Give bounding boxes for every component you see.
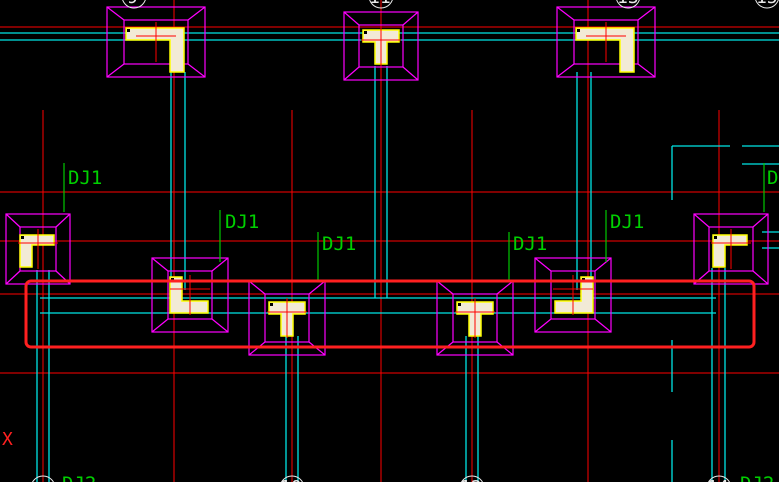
footing-dj1[interactable]: [436, 280, 514, 356]
column-section: [712, 234, 748, 268]
footing-dj1[interactable]: [248, 280, 326, 356]
axis-number: 12: [460, 477, 482, 482]
axis-number: 10: [280, 477, 302, 482]
footing-label-dj2: DJ2: [740, 473, 774, 482]
wall-lines: [0, 32, 779, 482]
axis-bubbles-bottom: [32, 475, 730, 482]
footing-dj1[interactable]: [556, 6, 656, 78]
axis-number: 14: [707, 477, 729, 482]
side-label: D: [767, 167, 778, 189]
axis-number: 11: [369, 0, 391, 8]
column-section: [169, 276, 209, 314]
x-axis-marker: X: [2, 429, 13, 450]
footing-dj1[interactable]: [151, 257, 229, 333]
axis-number: 9: [127, 0, 138, 8]
footing-dj1[interactable]: [106, 6, 206, 78]
footing-label: DJ1: [68, 167, 102, 189]
axis-number: 13: [617, 0, 639, 8]
column-section: [554, 276, 594, 314]
column-section: [125, 27, 185, 73]
column-section: [19, 234, 55, 268]
column-section: [575, 27, 635, 73]
axis-number: 15: [756, 0, 778, 8]
footing-dj1[interactable]: [343, 11, 419, 81]
footing-dj1[interactable]: [5, 213, 71, 285]
axis-bubbles-top: [122, 0, 779, 9]
footing-label: DJ1: [225, 211, 259, 233]
footing-dj1[interactable]: [693, 213, 769, 285]
footing-group: [5, 6, 769, 356]
footing-labels: [63, 163, 765, 282]
footing-dj1[interactable]: [534, 257, 612, 333]
footing-label: DJ1: [513, 233, 547, 255]
selection-highlight-box[interactable]: [24, 279, 756, 349]
footing-label: DJ1: [610, 211, 644, 233]
footing-label: DJ1: [322, 233, 356, 255]
footing-label-dj2: DJ2: [62, 473, 96, 482]
